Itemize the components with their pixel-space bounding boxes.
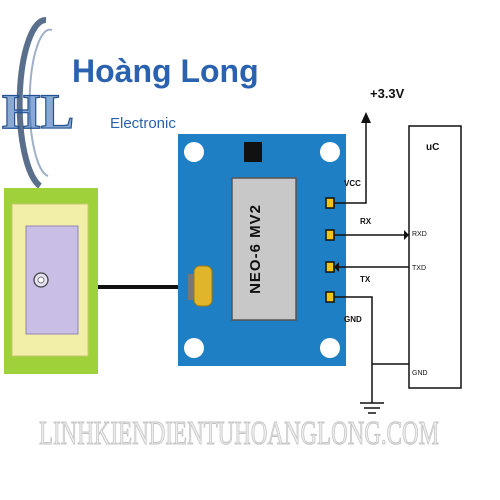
hoang-long-logo: HL Hoàng Long Electronic (1, 16, 259, 189)
pin-tx-label: TX (360, 275, 371, 284)
mcu-title: uC (426, 142, 439, 153)
gps-module-board: NEO-6 MV2 (178, 134, 346, 366)
rx-arrow-icon (404, 230, 409, 240)
mcu-gnd-label: GND (412, 370, 428, 377)
logo-subtitle: Electronic (110, 115, 176, 132)
mount-hole-icon (184, 338, 204, 358)
connector-base (188, 274, 194, 300)
neo6-chip-shield (231, 177, 297, 321)
pin-gnd-label: GND (344, 315, 362, 324)
pin-rx-pad (325, 229, 335, 241)
logo-monogram: HL (2, 83, 74, 139)
vcc-arrow-icon (361, 112, 371, 123)
gps-antenna (4, 188, 98, 374)
mcu-txd-label: TXD (412, 265, 426, 272)
website-watermark: LINHKIENDIENTUHOANGLONG.COM (39, 415, 439, 452)
mcu-rxd-label: RXD (412, 231, 427, 238)
mount-hole-icon (184, 142, 204, 162)
pin-rx-label: RX (360, 217, 372, 226)
logo-arc-icon (16, 16, 47, 189)
logo-arc-inner-icon (28, 28, 53, 177)
ground-symbol-icon (360, 402, 384, 414)
pin-vcc-label: VCC (344, 179, 361, 188)
pin-vcc-pad (325, 197, 335, 209)
mount-hole-icon (320, 338, 340, 358)
tx-arrow-icon (334, 262, 339, 272)
ufl-connector-icon (193, 265, 213, 307)
power-supply-label: +3.3V (370, 86, 405, 101)
logo-brand-name: Hoàng Long (72, 53, 259, 89)
module-battery-chip (244, 142, 262, 162)
microcontroller-box (408, 125, 462, 389)
signal-wires (334, 122, 409, 403)
pin-tx-pad (325, 261, 335, 273)
vcc-wire (334, 122, 367, 204)
module-name-label: NEO-6 MV2 (247, 204, 264, 294)
mount-hole-icon (320, 142, 340, 162)
antenna-feed-pin-icon (37, 276, 45, 284)
gnd-wire (334, 296, 373, 403)
pin-gnd-pad (325, 291, 335, 303)
